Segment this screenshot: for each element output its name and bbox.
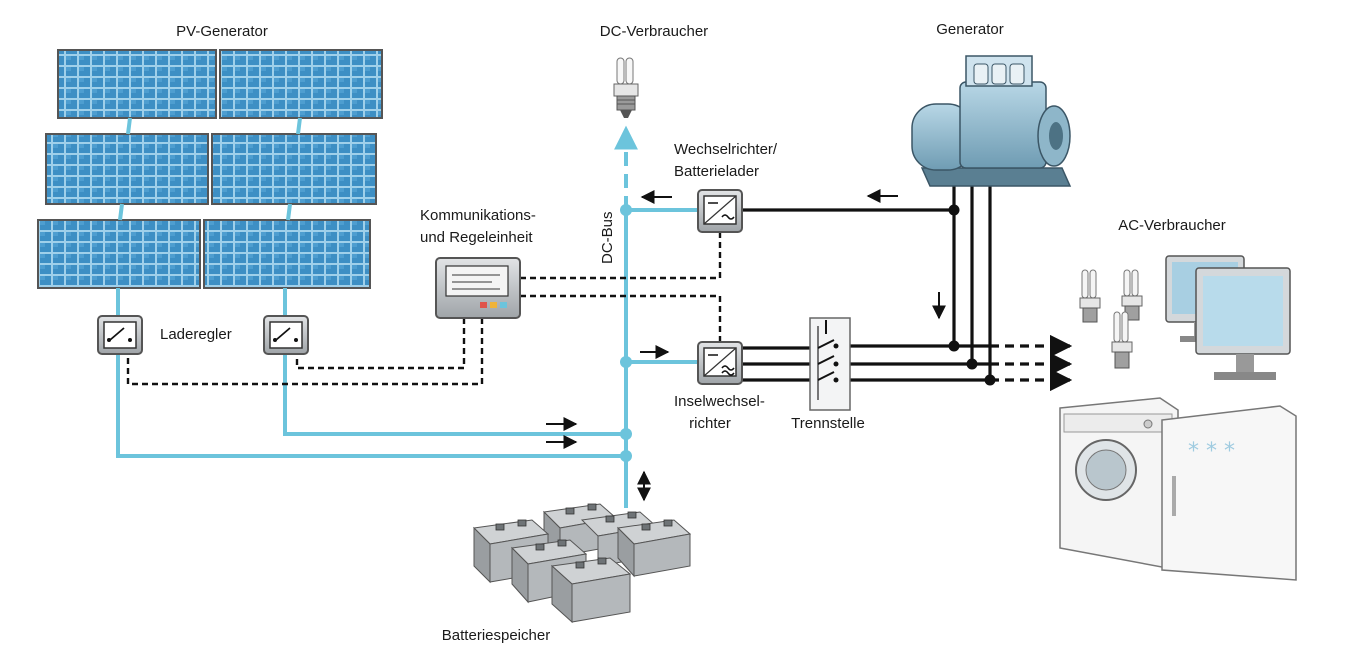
disconnect-switch <box>809 317 851 411</box>
solar-panel-icon <box>37 219 201 289</box>
ac-consumer-label: AC-Verbraucher <box>1118 217 1226 234</box>
solar-panel-icon <box>45 133 209 205</box>
solar-panel-icon <box>57 49 217 119</box>
solar-panel-icon <box>203 219 371 289</box>
inverter-charger-label-2: Batterielader <box>674 163 759 180</box>
charge-controller-2 <box>263 315 309 355</box>
inverter-charger <box>697 189 743 233</box>
island-inverter <box>697 341 743 385</box>
solar-panel-icon <box>219 49 383 119</box>
switch-box-icon <box>263 315 309 355</box>
dc-bus-label: DC-Bus <box>599 211 616 264</box>
charge-controller-label: Laderegler <box>160 326 232 343</box>
communication-control-unit <box>435 257 521 319</box>
island-inverter-label-2: richter <box>689 415 731 432</box>
ac-consumers: * * * <box>1059 255 1297 581</box>
pv-generator-array <box>37 49 383 289</box>
cfl-lamp-icon <box>1079 269 1101 323</box>
battery-icon <box>550 557 632 624</box>
ac-wiring <box>742 186 1073 392</box>
dc-consumer-label: DC-Verbraucher <box>600 23 708 40</box>
battery-storage-label: Batteriespeicher <box>442 627 550 644</box>
washing-machine-icon <box>1059 397 1179 571</box>
flow-arrows <box>546 189 946 502</box>
pv-generator-label: PV-Generator <box>176 23 268 40</box>
monitor-icon <box>1195 267 1291 380</box>
disconnect-label: Trennstelle <box>791 415 865 432</box>
island-inverter-label-1: Inselwechsel- <box>674 393 765 410</box>
switch-box-icon <box>97 315 143 355</box>
cfl-lamp-icon <box>1111 311 1133 369</box>
diesel-generator-icon <box>911 55 1072 187</box>
battery-bank <box>472 503 692 624</box>
svg-text:* * *: * * * <box>1188 439 1235 464</box>
cfl-lamp-icon <box>613 57 639 118</box>
generator-label: Generator <box>936 21 1004 38</box>
labels: PV-Generator DC-Verbraucher Generator We… <box>160 21 1226 644</box>
battery-icon <box>616 519 692 578</box>
communication-lines <box>126 232 722 386</box>
communication-label-2: und Regeleinheit <box>420 229 533 246</box>
communication-label-1: Kommunikations- <box>420 207 536 224</box>
refrigerator-icon: * * * <box>1161 405 1297 581</box>
solar-panel-icon <box>211 133 377 205</box>
charge-controller-1 <box>97 315 143 355</box>
dc-wiring <box>116 125 698 508</box>
inverter-charger-label-1: Wechselrichter/ <box>674 141 778 158</box>
